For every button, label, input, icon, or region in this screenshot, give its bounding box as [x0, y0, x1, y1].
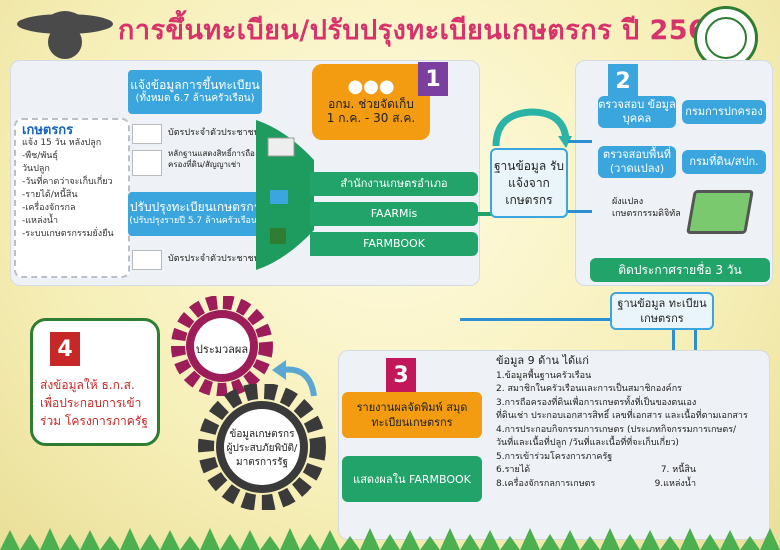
list-item: 2. สมาชิกในครัวเรือนและการเป็นสมาชิกองค์… [496, 384, 682, 394]
list-item: -วันที่คาดว่าจะเก็บเกี่ยว [22, 177, 113, 187]
list-item: 5.การเข้าร่วมโครงการภาครัฐ [496, 451, 613, 462]
channel-farmbook: FARMBOOK [310, 232, 478, 256]
step3-number: 3 [386, 358, 416, 392]
list-item: วันปลูก [22, 164, 50, 174]
register-callout: แจ้งข้อมูลการขึ้นทะเบียน (ทั้งหมด 6.7 ล้… [128, 70, 262, 114]
update-subtitle: (ปรับปรุงรายปี 5.7 ล้านครัวเรือน) [129, 216, 261, 226]
channel-office: สำนักงานเกษตรอำเภอ [310, 172, 478, 196]
id-card-icon [132, 124, 162, 144]
info-row: 6.รายได้ 7. หนี้สิน [496, 464, 696, 478]
channel-faarmis: FAARMis [310, 202, 478, 226]
list-item: ที่ดินเช่า ประกอบเอกสารสิทธิ์ เลขที่เอกส… [496, 411, 748, 421]
arrow-registry-down [672, 330, 675, 352]
evaluate-label: ประมวลผล [195, 343, 249, 356]
check-person: ตรวจสอบ ข้อมูลบุคคล [598, 96, 676, 128]
update-callout: ปรับปรุงทะเบียนเกษตรกร (ปรับปรุงรายปี 5.… [128, 192, 262, 236]
id-card-icon [132, 250, 162, 270]
list-item: 8.เครื่องจักรกลการเกษตร [496, 478, 596, 489]
list-item: -แหล่งน้ำ [22, 216, 59, 226]
step1-number: 1 [418, 62, 448, 96]
arrow-registry-to-step3 [460, 318, 610, 321]
period-label: 1 ก.ค. - 30 ส.ค. [326, 110, 416, 125]
doc-land-label: หลักฐานแสดงสิทธิ์การถือครองที่ดิน/สัญญาเ… [168, 149, 255, 169]
register-subtitle: (ทั้งหมด 6.7 ล้านครัวเรือน) [135, 93, 255, 104]
info-row: 8.เครื่องจักรกลการเกษตร 9.แหล่งน้ำ [496, 478, 696, 492]
list-item: แจ้ง 15 วัน หลังปลูก [22, 138, 102, 148]
step2-number: 2 [608, 64, 638, 98]
report-box: รายงานผลจัดพิมพ์ สมุดทะเบียนเกษตรกร [342, 392, 482, 438]
funnel-shape [256, 120, 314, 270]
farmer-heading: เกษตรกร [22, 123, 74, 138]
farmer-info-list: เกษตรกร แจ้ง 15 วัน หลังปลูก -พืช/พันธุ์… [14, 118, 130, 278]
list-item: 9.แหล่งน้ำ [654, 478, 696, 489]
list-item: 7. หนี้สิน [660, 465, 696, 475]
arrow-registry-down-b [694, 330, 697, 352]
step4-number: 4 [50, 332, 80, 366]
people-icon: ●●● [347, 75, 395, 97]
step4-text: ส่งข้อมูลให้ ธ.ก.ส. เพื่อประกอบการเข้าร่… [40, 378, 148, 428]
connector-line [478, 212, 494, 216]
doc-id-label: บัตรประจำตัวประชาชน [168, 128, 260, 138]
volunteer-box: ●●● อกม. ช่วยจัดเก็บ 1 ก.ค. - 30 ส.ค. [312, 64, 430, 140]
list-item: -เครื่องจักรกล [22, 203, 76, 213]
cycle-arrow-icon [492, 108, 572, 148]
page-title: การขึ้นทะเบียน/ปรับปรุงทะเบียนเกษตรกร ปี… [118, 15, 727, 46]
dopa-label: กรมการปกครอง [682, 100, 766, 124]
update-title: ปรับปรุงทะเบียนเกษตรกร [129, 200, 261, 214]
tablet-map-icon [686, 190, 754, 234]
doc-id-label: บัตรประจำตัวประชาชน [168, 254, 260, 264]
nine-info-list: ข้อมูล 9 ด้าน ได้แก่ 1.ข้อมูลพื้นฐานครัว… [496, 354, 764, 491]
announce-banner: ติดประกาศรายชื่อ 3 วัน [590, 258, 770, 282]
check-area: ตรวจสอบพื้นที่ (วาดแปลง) [598, 146, 676, 178]
list-item: -พืช/พันธุ์ [22, 151, 58, 161]
list-item: วันที่และเนื้อที่ปลูก /วันที่และเนื้อที่… [496, 438, 679, 448]
list-item: 6.รายได้ [496, 465, 531, 475]
map-label: ผังแปลง เกษตรกรรมดิจิทัล [612, 197, 681, 219]
volunteer-label: อกม. ช่วยจัดเก็บ [328, 96, 414, 111]
database-receive: ฐานข้อมูล รับแจ้งจาก เกษตรกร [490, 148, 568, 218]
list-item: 3.การถือครองที่ดินเพื่อการเกษตรทั้งที่เป… [496, 397, 697, 408]
arrow-to-step2 [568, 140, 592, 143]
list-item: -รายได้/หนี้สิน [22, 190, 78, 200]
data-gear-icon [198, 384, 326, 510]
farmbook-box: แสดงผลใน FARMBOOK [342, 456, 482, 502]
list-item: 1.ข้อมูลพื้นฐานครัวเรือน [496, 370, 592, 381]
list-item: -ระบบเกษตรกรรมยั่งยืน [22, 229, 114, 239]
grass-decoration [0, 528, 780, 550]
process-gear-icon [171, 296, 273, 396]
ldd-label: กรมที่ดิน/สปก. [682, 150, 766, 174]
curved-arrow-icon [272, 360, 317, 397]
arrow-to-step2-b [568, 210, 592, 213]
database-registry: ฐานข้อมูล ทะเบียนเกษตรกร [610, 292, 714, 330]
land-document-icon [132, 150, 162, 176]
list-item: 4.การประกอบกิจกรรมการเกษตร (ประเภทกิจกรร… [496, 424, 737, 435]
register-title: แจ้งข้อมูลการขึ้นทะเบียน [130, 78, 260, 92]
info-title: ข้อมูล 9 ด้าน ได้แก่ [496, 354, 589, 367]
gear-data-label: ข้อมูลเกษตรกร ผู้ประสบภัยพิบัติ/ มาตรการ… [226, 429, 298, 468]
